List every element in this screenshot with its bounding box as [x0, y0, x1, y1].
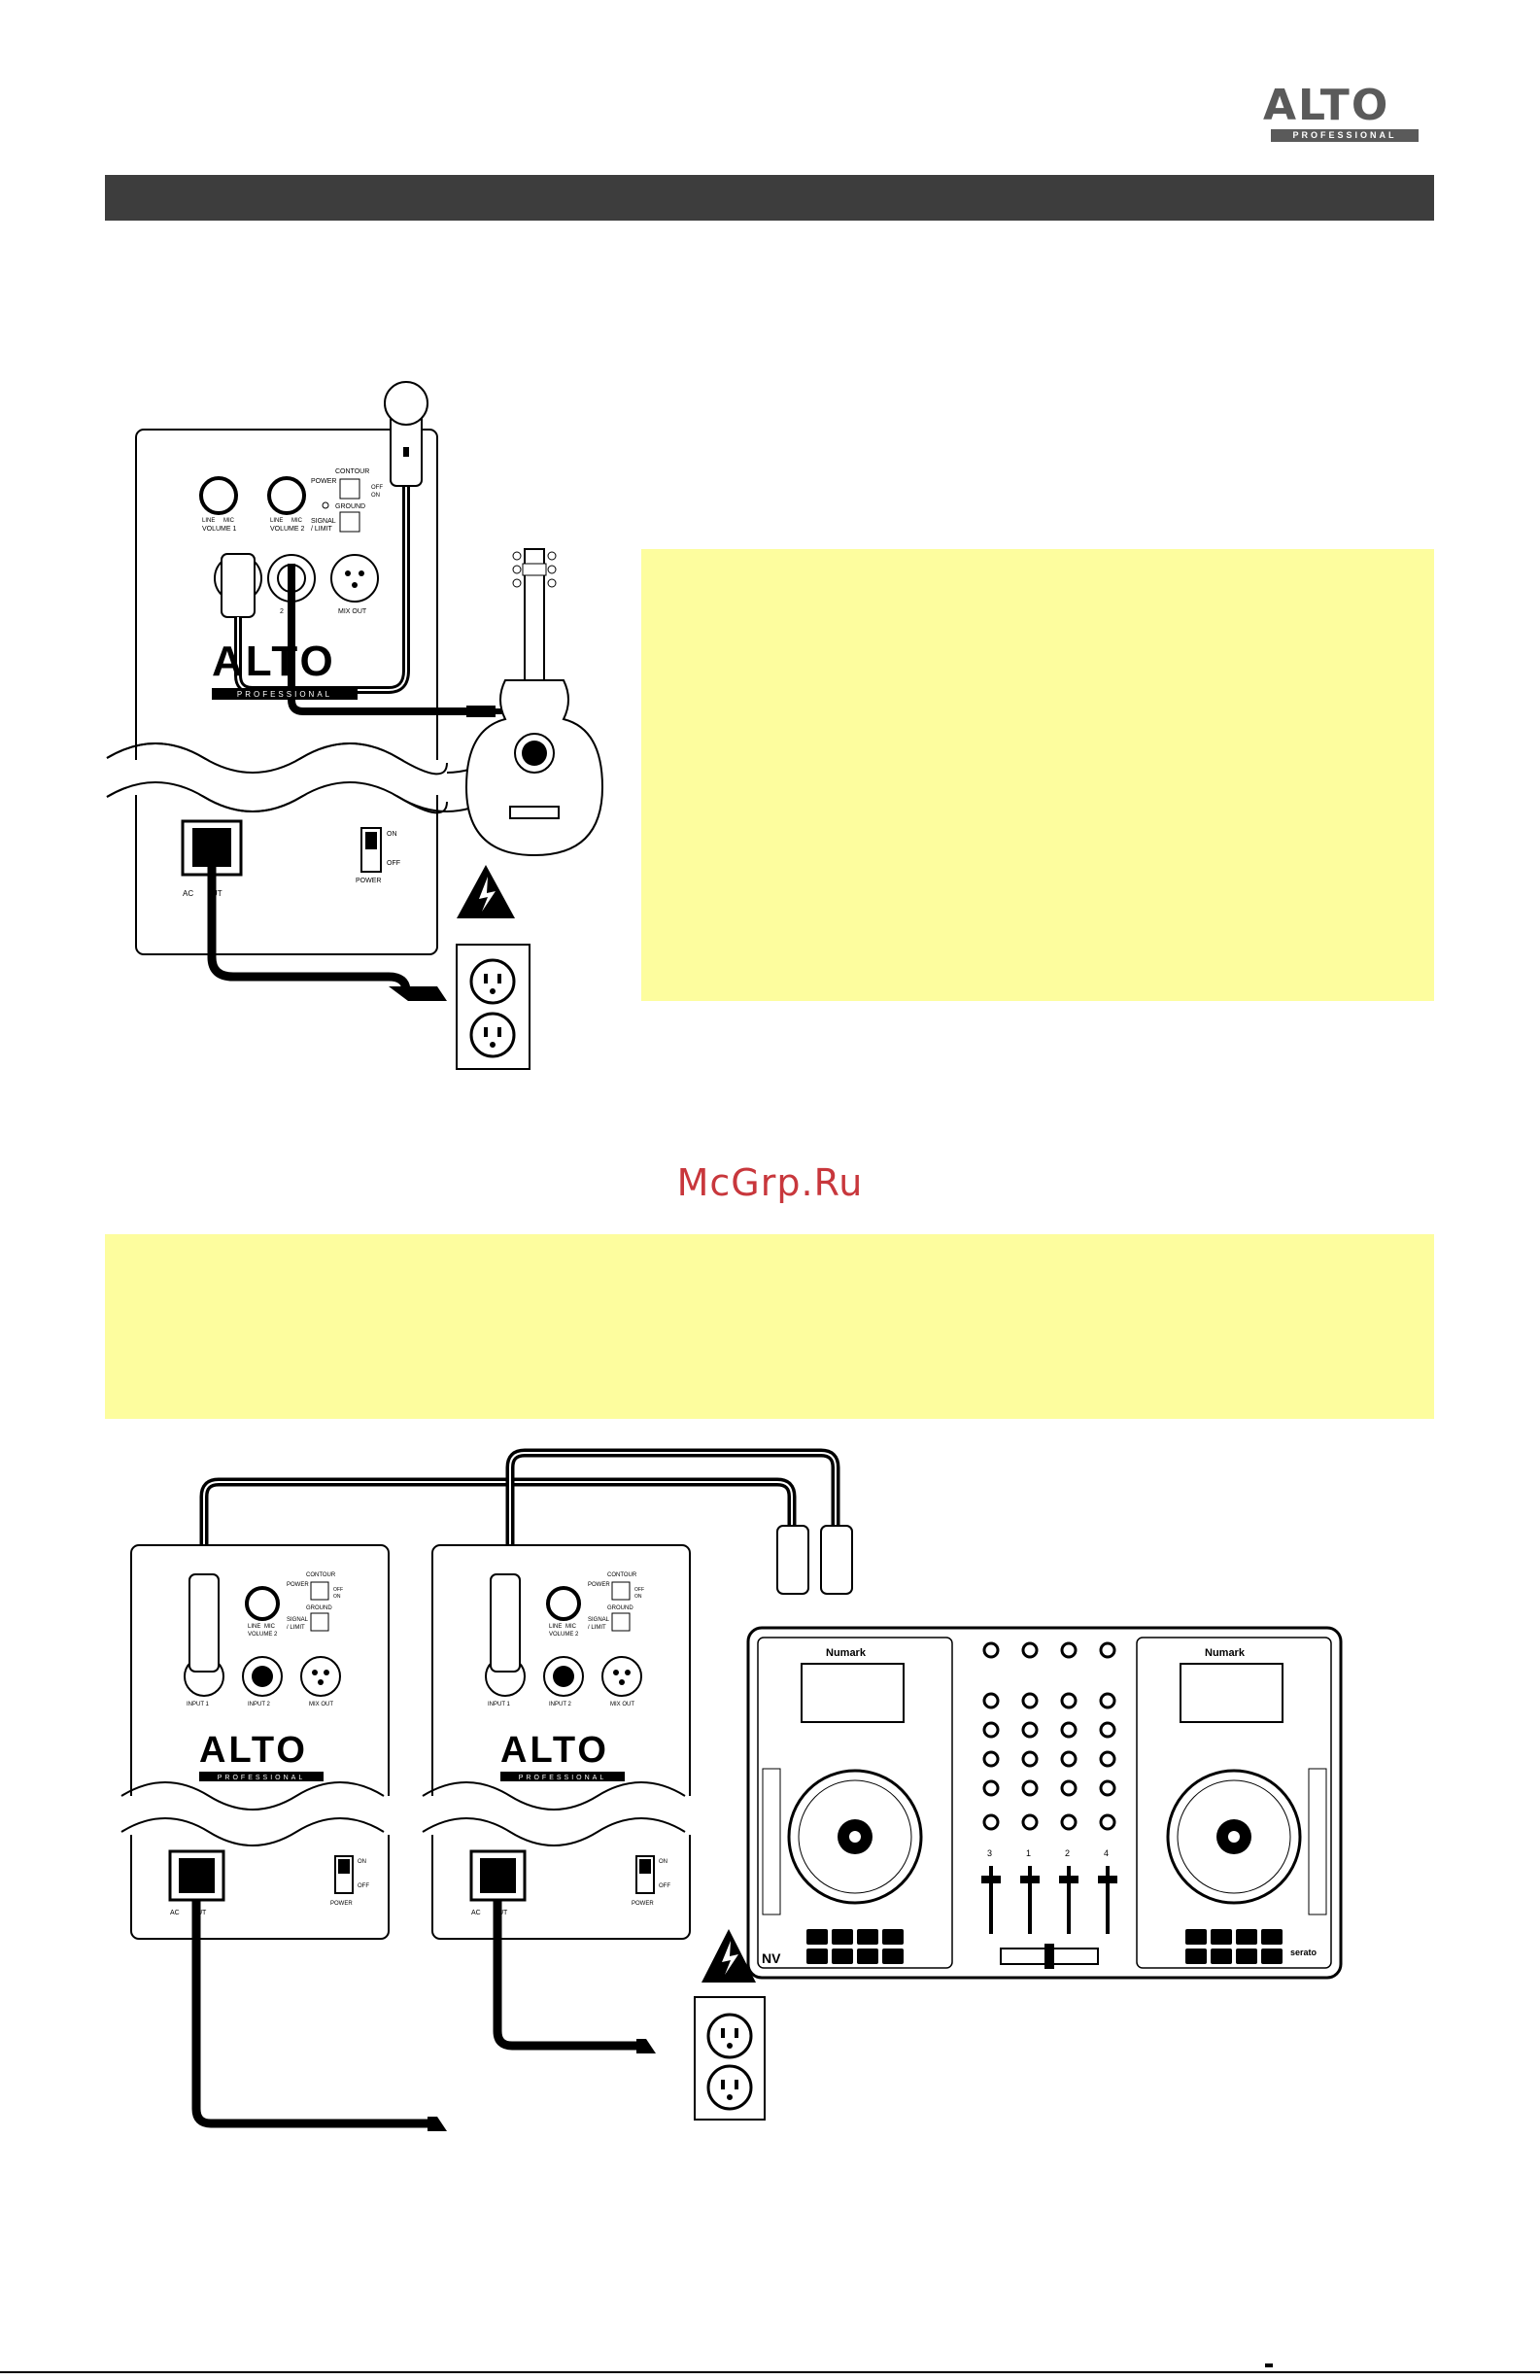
- svg-text:CONTOUR: CONTOUR: [306, 1572, 336, 1578]
- logo-name: ALTO: [1263, 81, 1390, 130]
- svg-text:POWER: POWER: [330, 1901, 353, 1907]
- svg-text:/ LIMIT: / LIMIT: [588, 1625, 606, 1631]
- svg-text:ON: ON: [634, 1594, 642, 1600]
- svg-text:AC: AC: [471, 1910, 481, 1916]
- ground-label: GROUND: [335, 503, 365, 510]
- note-box-1: [641, 549, 1434, 1001]
- watermark: McGrp.Ru: [676, 1161, 864, 1204]
- panel-logo-sub: PROFESSIONAL: [237, 690, 332, 699]
- switch-off-label: OFF: [387, 860, 400, 867]
- note-box-2: [105, 1234, 1434, 1419]
- svg-text:OFF: OFF: [659, 1883, 670, 1889]
- line-label-2: LINE: [270, 518, 283, 524]
- svg-text:OFF: OFF: [358, 1883, 369, 1889]
- section-header-bar: [105, 175, 1434, 221]
- mic-label: MIC: [223, 518, 235, 524]
- mix-out-jack: [330, 554, 379, 603]
- svg-text:Numark: Numark: [1205, 1647, 1246, 1659]
- svg-text:ALTO: ALTO: [500, 1730, 609, 1771]
- svg-text:ON: ON: [358, 1859, 366, 1865]
- svg-text:INPUT 2: INPUT 2: [248, 1702, 271, 1707]
- volume2-knob: [267, 476, 306, 515]
- svg-text:POWER: POWER: [287, 1582, 309, 1588]
- ac-label: AC: [183, 889, 193, 898]
- svg-text:ON: ON: [333, 1594, 341, 1600]
- svg-text:ON: ON: [659, 1859, 667, 1865]
- on-label: ON: [371, 493, 380, 499]
- svg-text:OFF: OFF: [333, 1587, 343, 1593]
- svg-text:VOLUME 2: VOLUME 2: [248, 1632, 278, 1638]
- footer-line: [0, 2371, 1540, 2373]
- switch-on-label: ON: [387, 831, 397, 838]
- svg-text:AC: AC: [170, 1910, 180, 1916]
- contour-label: CONTOUR: [335, 468, 369, 475]
- svg-text:3: 3: [987, 1848, 992, 1858]
- svg-text:OFF: OFF: [634, 1587, 644, 1593]
- mix-out-label: MIX OUT: [338, 608, 367, 615]
- acoustic-guitar: [464, 548, 604, 857]
- svg-text:INPUT 1: INPUT 1: [488, 1702, 511, 1707]
- svg-text:POWER: POWER: [588, 1582, 610, 1588]
- svg-text:ALTO: ALTO: [199, 1730, 308, 1771]
- svg-text:/ LIMIT: / LIMIT: [287, 1625, 305, 1631]
- xlr-plug: [221, 553, 256, 618]
- svg-text:MIX OUT: MIX OUT: [309, 1702, 333, 1707]
- svg-text:MIX OUT: MIX OUT: [610, 1702, 634, 1707]
- signal-label: SIGNAL: [311, 518, 336, 525]
- svg-text:CONTOUR: CONTOUR: [607, 1572, 637, 1578]
- panel-logo: ALTO: [212, 638, 336, 685]
- svg-text:Numark: Numark: [826, 1647, 867, 1659]
- svg-text:GROUND: GROUND: [306, 1605, 332, 1611]
- line-label: LINE: [202, 518, 215, 524]
- svg-text:SIGNAL: SIGNAL: [287, 1617, 309, 1623]
- svg-text:INPUT 2: INPUT 2: [549, 1702, 572, 1707]
- svg-text:VOLUME 2: VOLUME 2: [549, 1632, 579, 1638]
- svg-text:INPUT 1: INPUT 1: [187, 1702, 210, 1707]
- svg-text:POWER: POWER: [632, 1901, 654, 1907]
- switch-power-label: POWER: [356, 878, 381, 884]
- power-led-label: POWER: [311, 478, 336, 485]
- svg-text:MIC: MIC: [565, 1624, 577, 1630]
- svg-text:SIGNAL: SIGNAL: [588, 1617, 610, 1623]
- alto-logo: ALTO PROFESSIONAL: [1263, 81, 1428, 142]
- svg-text:MIC: MIC: [264, 1624, 276, 1630]
- speaker-b: LINE MIC VOLUME 2 POWER CONTOUR OFF ON G…: [422, 1544, 700, 1940]
- off-label: OFF: [371, 485, 383, 491]
- svg-text:LINE: LINE: [248, 1624, 260, 1630]
- diagram-dual-speakers-controller: LINE MIC VOLUME 2 POWER CONTOUR OFF ON G…: [120, 1448, 1343, 2131]
- dj-controller: Numark Numark 3 1 2 4: [746, 1626, 1343, 1980]
- svg-text:LINE: LINE: [549, 1624, 562, 1630]
- volume1-label: VOLUME 1: [202, 526, 237, 533]
- svg-text:GROUND: GROUND: [607, 1605, 633, 1611]
- mic-label-2: MIC: [291, 518, 303, 524]
- input2-label: 2: [280, 608, 284, 615]
- svg-text:UT: UT: [197, 1910, 207, 1916]
- volume1-knob: [199, 476, 238, 515]
- ground-switch: [339, 511, 360, 533]
- diagram-single-speaker: LINE MIC VOLUME 1 LINE MIC VOLUME 2 POWE…: [106, 381, 604, 1070]
- contour-switch: [339, 478, 360, 500]
- svg-text:PROFESSIONAL: PROFESSIONAL: [218, 1775, 305, 1781]
- logo-sub: PROFESSIONAL: [1271, 129, 1419, 142]
- svg-text:serato: serato: [1290, 1948, 1318, 1957]
- ac-out-label: UT: [212, 889, 222, 898]
- svg-text:2: 2: [1065, 1848, 1070, 1858]
- limit-label: / LIMIT: [311, 526, 333, 533]
- svg-text:NV: NV: [762, 1950, 781, 1966]
- speaker-a: LINE MIC VOLUME 2 POWER CONTOUR OFF ON G…: [120, 1544, 398, 1940]
- svg-text:1: 1: [1026, 1848, 1031, 1858]
- svg-text:4: 4: [1104, 1848, 1109, 1858]
- footer-tick: [1265, 2363, 1273, 2367]
- volume2-label: VOLUME 2: [270, 526, 305, 533]
- svg-text:PROFESSIONAL: PROFESSIONAL: [519, 1775, 606, 1781]
- svg-text:UT: UT: [498, 1910, 508, 1916]
